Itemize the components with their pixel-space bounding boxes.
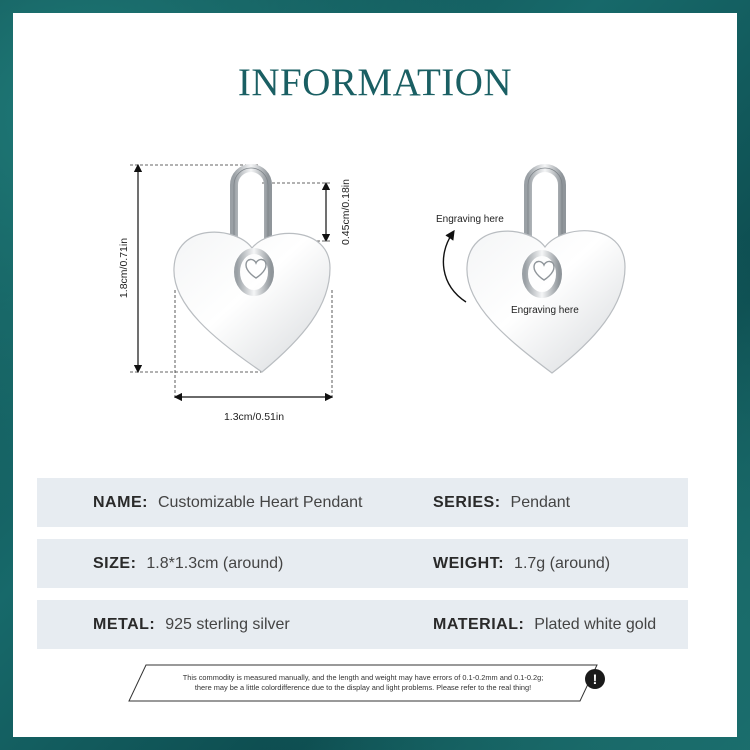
turn-arrow-icon [442,229,467,303]
pendant-engraving [442,164,626,374]
engraving-front-label: Engraving here [511,305,579,316]
disclaimer-line-2: there may be a little colordifference du… [194,683,532,692]
name-value: Customizable Heart Pendant [157,494,363,511]
name-label: NAME: [93,494,148,511]
height-dimension-label: 1.8cm/0.71in [118,238,130,298]
engraving-back-label: Engraving here [436,214,504,225]
weight-label: WEIGHT: [433,555,505,572]
metal-label: METAL: [93,616,156,633]
spec-row-metal: METAL: 925 sterling silver MATERIAL: Plate… [37,600,688,649]
bail-dimension-label: 0.45cm/0.18in [340,179,352,245]
pendant-dimensioned [130,163,334,402]
disclaimer-line-1: This commodity is measured manually, and… [182,673,544,682]
material-label: MATERIAL: [433,616,525,633]
page-title: INFORMATION [237,61,513,104]
material-value: Plated white gold [534,616,657,633]
disclaimer-text: This commodity is measured manually, and… [128,673,598,693]
weight-value: 1.7g (around) [514,555,611,572]
series-label: SERIES: [433,494,501,511]
exclamation-icon: ! [585,669,605,689]
metal-value: 925 sterling silver [165,616,290,633]
disclaimer-border [128,664,598,702]
size-value: 1.8*1.3cm (around) [146,555,284,572]
spec-row-name: NAME: Customizable Heart Pendant SERIES: P… [37,478,688,527]
disclaimer-box: This commodity is measured manually, and… [128,664,598,702]
spec-row-size: SIZE: 1.8*1.3cm (around) WEIGHT: 1.7g (aro… [37,539,688,588]
width-dimension-label: 1.3cm/0.51in [224,411,284,423]
size-label: SIZE: [93,555,137,572]
series-value: Pendant [510,494,571,511]
